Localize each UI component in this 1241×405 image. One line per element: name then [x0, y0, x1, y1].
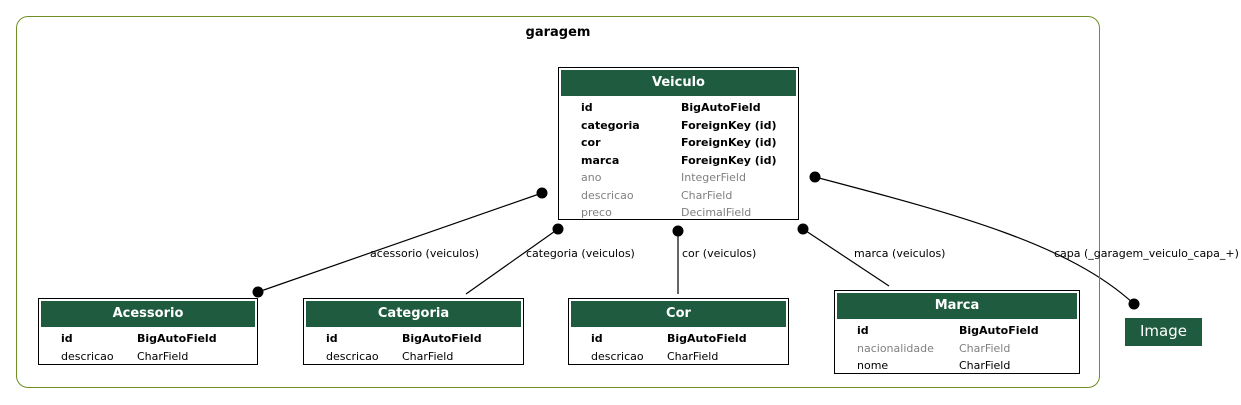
- field-row: categoria ForeignKey (id): [561, 117, 796, 135]
- field-name: nome: [857, 359, 889, 372]
- field-row: id BigAutoField: [837, 322, 1077, 340]
- field-type: CharField: [959, 359, 1011, 372]
- field-name: id: [326, 332, 338, 345]
- edge-cor: [672, 225, 684, 294]
- field-name: nacionalidade: [857, 341, 934, 355]
- field-type: ForeignKey (id): [681, 153, 777, 167]
- field-type: BigAutoField: [402, 332, 482, 345]
- field-name: descricao: [581, 188, 634, 202]
- field-type: DecimalField: [681, 206, 752, 219]
- field-type: CharField: [402, 349, 454, 363]
- field-type: CharField: [959, 341, 1011, 355]
- edge-label-marca: marca (veiculos): [854, 247, 946, 260]
- field-row: descricao CharField: [571, 348, 786, 366]
- field-row: id BigAutoField: [571, 330, 786, 348]
- edge-categoria: [465, 223, 564, 295]
- field-row: ano IntegerField: [561, 169, 796, 187]
- field-row: descricao CharField: [561, 187, 796, 205]
- entity-categoria[interactable]: Categoria id BigAutoField descricao CharFiel…: [303, 298, 524, 365]
- entity-header: Categoria: [306, 301, 521, 327]
- entity-header: Cor: [571, 301, 786, 327]
- field-row: id BigAutoField: [306, 330, 521, 348]
- field-row: descricao CharField: [41, 348, 255, 366]
- field-type: BigAutoField: [681, 101, 761, 114]
- entity-cor[interactable]: Cor id BigAutoField descricao CharField: [568, 298, 789, 365]
- field-row: id BigAutoField: [561, 99, 796, 117]
- field-type: ForeignKey (id): [681, 136, 777, 149]
- external-model-image[interactable]: Image: [1125, 318, 1202, 346]
- field-row: marca ForeignKey (id): [561, 152, 796, 170]
- field-row: nome CharField: [837, 357, 1077, 375]
- field-name: cor: [581, 136, 601, 149]
- field-name: categoria: [581, 118, 640, 132]
- edge-acessorio: [252, 187, 548, 298]
- field-name: ano: [581, 171, 602, 184]
- app-cluster-garagem: garagem: [16, 16, 1100, 388]
- field-name: descricao: [326, 349, 379, 363]
- field-name: descricao: [591, 349, 644, 363]
- field-name: id: [857, 324, 869, 337]
- cluster-title: garagem: [525, 25, 591, 40]
- field-row: preco DecimalField: [561, 204, 796, 222]
- field-row: cor ForeignKey (id): [561, 134, 796, 152]
- edge-label-cor: cor (veiculos): [682, 247, 757, 260]
- field-row: nacionalidade CharField: [837, 340, 1077, 358]
- field-type: ForeignKey (id): [681, 118, 777, 132]
- field-type: CharField: [681, 188, 733, 202]
- field-type: BigAutoField: [667, 332, 747, 345]
- field-name: id: [61, 332, 73, 345]
- edge-marca: [797, 223, 890, 287]
- entity-header: Veiculo: [561, 70, 796, 96]
- field-type: IntegerField: [681, 171, 746, 184]
- edge-label-capa: capa (_garagem_veiculo_capa_+): [1054, 247, 1239, 260]
- field-row: descricao CharField: [306, 348, 521, 366]
- field-name: descricao: [61, 349, 114, 363]
- field-type: CharField: [137, 349, 189, 363]
- edge-label-acessorio: acessorio (veiculos): [370, 247, 480, 260]
- field-row: id BigAutoField: [41, 330, 255, 348]
- field-type: BigAutoField: [959, 324, 1039, 337]
- entity-header: Marca: [837, 293, 1077, 319]
- edge-capa: [809, 171, 1140, 310]
- entity-acessorio[interactable]: Acessorio id BigAutoField descricao CharFiel…: [38, 298, 258, 365]
- field-name: id: [581, 101, 593, 114]
- entity-header: Acessorio: [41, 301, 255, 327]
- field-name: id: [591, 332, 603, 345]
- field-type: CharField: [667, 349, 719, 363]
- field-type: BigAutoField: [137, 332, 217, 345]
- edge-label-categoria: categoria (veiculos): [526, 247, 635, 260]
- field-name: preco: [581, 206, 612, 219]
- field-name: marca: [581, 153, 620, 167]
